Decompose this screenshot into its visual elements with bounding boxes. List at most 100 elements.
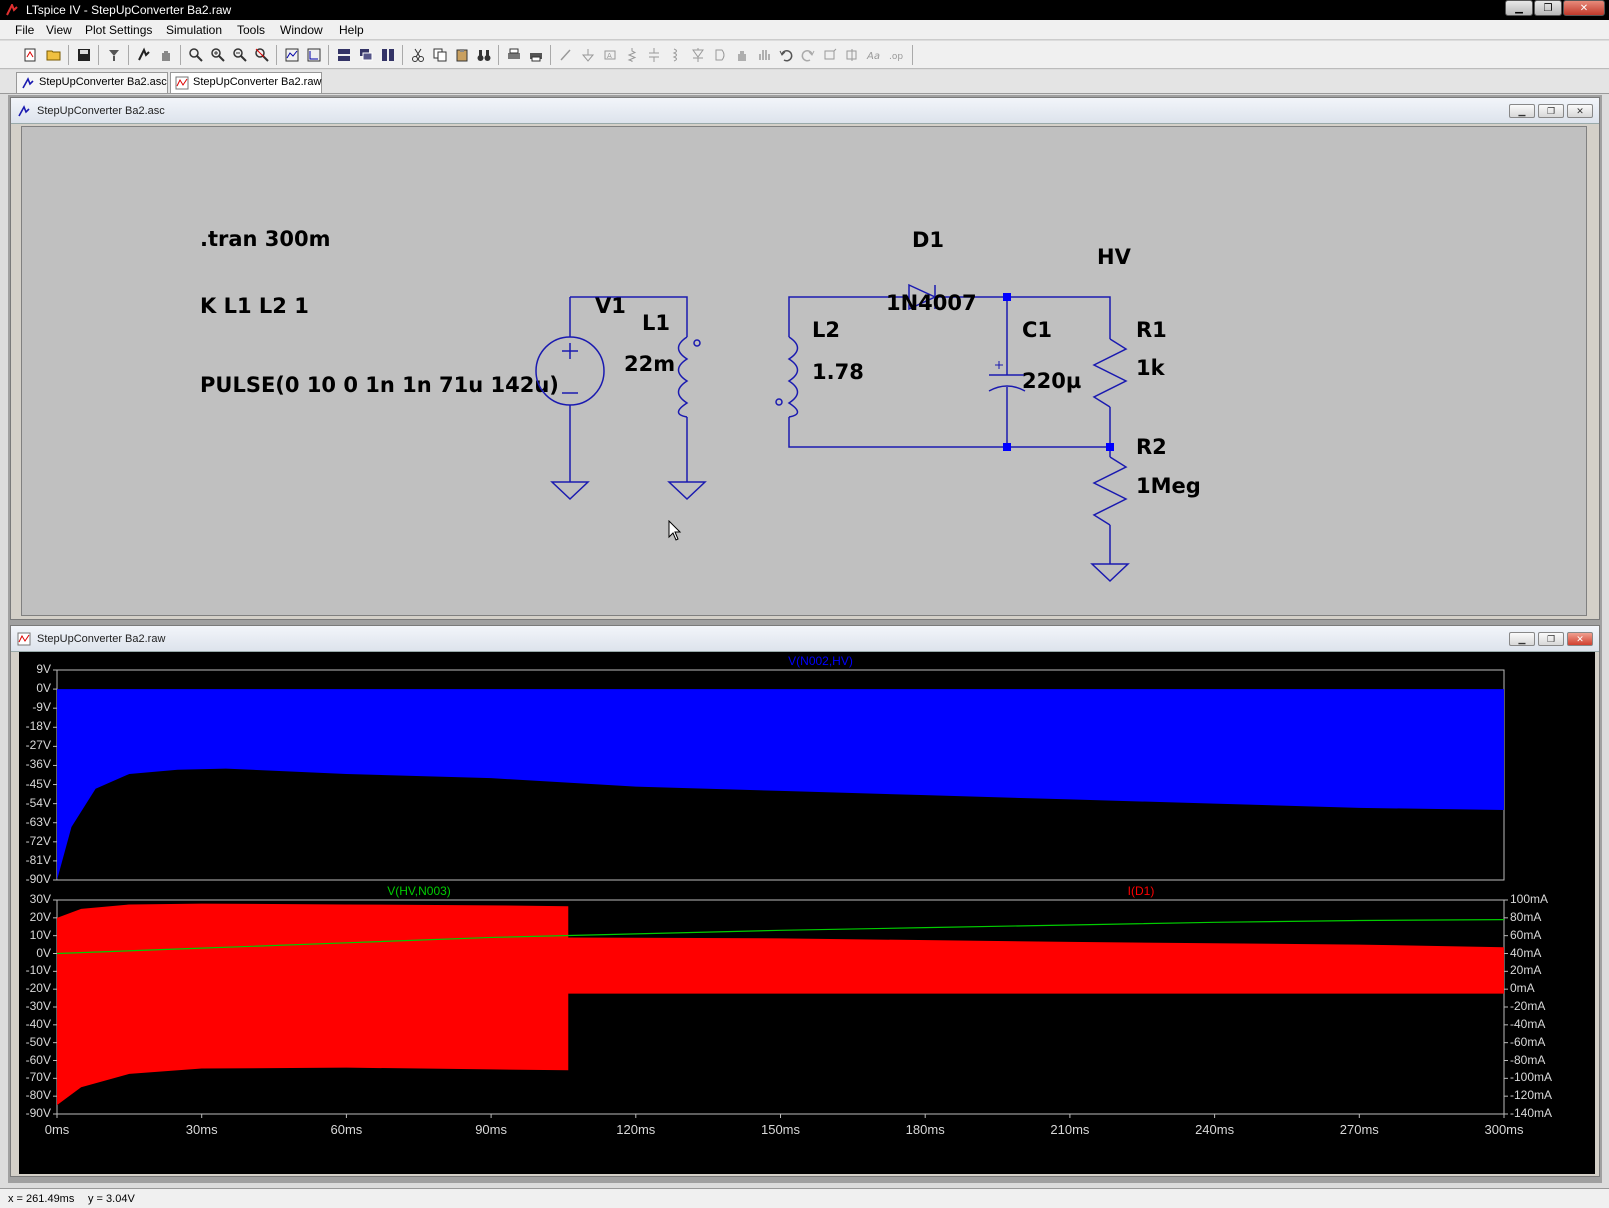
v1-name-label[interactable]: V1: [595, 294, 626, 318]
minimize-button[interactable]: ▁: [1505, 0, 1533, 16]
coupling-directive[interactable]: K L1 L2 1: [200, 294, 309, 318]
schematic-maximize-button[interactable]: ❐: [1538, 104, 1564, 118]
cursor-x-readout: x = 261.49ms: [8, 1193, 75, 1205]
capacitor-icon[interactable]: [644, 45, 664, 65]
draw-wire-icon[interactable]: [556, 45, 576, 65]
x-tick-label: 60ms: [330, 1122, 363, 1137]
text-icon[interactable]: Aa: [864, 45, 884, 65]
drag-hand-icon[interactable]: [754, 45, 774, 65]
l2-value-label[interactable]: 1.78: [812, 360, 864, 384]
save-icon[interactable]: [74, 45, 94, 65]
cut-icon[interactable]: [408, 45, 428, 65]
menu-plot-settings[interactable]: Plot Settings: [85, 23, 153, 37]
y-tick-label-bottom-right: 0mA: [1510, 981, 1535, 996]
l2-phase-dot: [775, 398, 783, 406]
waveform-window: StepUpConverter Ba2.raw ▁ ❐ ✕ V(N002,HV)…: [10, 625, 1600, 1177]
y-tick-label-bottom-left: -50V: [25, 1034, 51, 1049]
d1-value-label[interactable]: 1N4007: [886, 291, 977, 315]
resistor-r1-symbol: [1092, 338, 1128, 408]
menu-help[interactable]: Help: [339, 23, 364, 37]
waveform-close-button[interactable]: ✕: [1567, 632, 1593, 646]
ground-icon[interactable]: [578, 45, 598, 65]
y-tick-label-bottom-left: 10V: [29, 927, 51, 942]
l1-value-label[interactable]: 22m: [624, 352, 676, 376]
zoom-fit-icon[interactable]: [252, 45, 272, 65]
maximize-button[interactable]: ❐: [1534, 0, 1562, 16]
print-icon[interactable]: [526, 45, 546, 65]
zoom-out-icon[interactable]: [230, 45, 250, 65]
copy-icon[interactable]: [430, 45, 450, 65]
y-tick-label-bottom-left: -70V: [25, 1070, 51, 1085]
waveform-window-titlebar[interactable]: StepUpConverter Ba2.raw ▁ ❐ ✕: [11, 626, 1599, 652]
x-tick-label: 210ms: [1050, 1122, 1090, 1137]
pulse-directive[interactable]: PULSE(0 10 0 1n 1n 71u 142u): [200, 373, 559, 397]
l1-name-label[interactable]: L1: [642, 311, 670, 335]
y-tick-label-top: -90V: [25, 872, 51, 886]
print-setup-icon[interactable]: [504, 45, 524, 65]
tab-waveform[interactable]: StepUpConverter Ba2.raw: [170, 72, 322, 93]
zoom-area-icon[interactable]: [186, 45, 206, 65]
halt-hand-icon[interactable]: [156, 45, 176, 65]
cascade-icon[interactable]: [356, 45, 376, 65]
y-tick-label-top: -45V: [25, 776, 51, 791]
c1-name-label[interactable]: C1: [1022, 318, 1053, 342]
find-binoculars-icon[interactable]: [474, 45, 494, 65]
mouse-pointer-icon: [668, 520, 682, 541]
waveform-maximize-button[interactable]: ❐: [1538, 632, 1564, 646]
tran-directive[interactable]: .tran 300m: [200, 227, 331, 251]
title-bar: LTspice IV - StepUpConverter Ba2.raw ▁ ❐…: [0, 0, 1609, 20]
menu-window[interactable]: Window: [280, 23, 323, 37]
y-tick-label-bottom-right: 60mA: [1510, 927, 1542, 942]
open-folder-icon[interactable]: [44, 45, 64, 65]
r1-value-label[interactable]: 1k: [1136, 356, 1165, 380]
y-tick-label-bottom-left: -60V: [25, 1052, 51, 1067]
menu-view[interactable]: View: [46, 23, 72, 37]
r2-value-label[interactable]: 1Meg: [1136, 474, 1201, 498]
menu-simulation[interactable]: Simulation: [166, 23, 223, 37]
autorange-icon[interactable]: [282, 45, 302, 65]
mirror-icon[interactable]: [842, 45, 862, 65]
schematic-close-button[interactable]: ✕: [1567, 104, 1593, 118]
rotate-icon[interactable]: [820, 45, 840, 65]
zoom-in-icon[interactable]: [208, 45, 228, 65]
close-button[interactable]: ✕: [1563, 0, 1605, 16]
label-net-icon[interactable]: A: [600, 45, 620, 65]
control-panel-icon[interactable]: [104, 45, 124, 65]
d1-name-label[interactable]: D1: [912, 228, 945, 252]
inductor-icon[interactable]: [666, 45, 686, 65]
r2-name-label[interactable]: R2: [1136, 435, 1167, 459]
ground-symbol-r2: [1090, 563, 1130, 583]
schematic-canvas[interactable]: .tran 300m K L1 L2 1 PULSE(0 10 0 1n 1n …: [21, 126, 1587, 616]
ltspice-logo-icon: [6, 4, 18, 16]
tile-vertical-icon[interactable]: [378, 45, 398, 65]
menu-file[interactable]: File: [15, 23, 35, 37]
spice-directive-icon[interactable]: .op: [886, 45, 906, 65]
y-tick-label-top: 0V: [36, 681, 51, 696]
y-tick-label-bottom-left: -80V: [25, 1088, 51, 1103]
hv-net-label[interactable]: HV: [1097, 245, 1131, 269]
tab-schematic[interactable]: StepUpConverter Ba2.asc: [16, 72, 168, 93]
diode-icon[interactable]: [688, 45, 708, 65]
component-icon[interactable]: [710, 45, 730, 65]
run-icon[interactable]: [134, 45, 154, 65]
y-tick-label-top: 9V: [36, 662, 51, 676]
undo-icon[interactable]: [776, 45, 796, 65]
y-tick-label-bottom-left: -40V: [25, 1016, 51, 1031]
move-hand-icon[interactable]: [732, 45, 752, 65]
resistor-icon[interactable]: [622, 45, 642, 65]
x-tick-label: 270ms: [1339, 1122, 1379, 1137]
schematic-minimize-button[interactable]: ▁: [1509, 104, 1535, 118]
paste-icon[interactable]: [452, 45, 472, 65]
schematic-window-titlebar[interactable]: StepUpConverter Ba2.asc ▁ ❐ ✕: [11, 98, 1599, 124]
tile-horizontal-icon[interactable]: [334, 45, 354, 65]
manual-range-icon[interactable]: [304, 45, 324, 65]
r1-name-label[interactable]: R1: [1136, 318, 1167, 342]
l2-name-label[interactable]: L2: [812, 318, 840, 342]
y-tick-label-bottom-left: -20V: [25, 981, 51, 996]
waveform-minimize-button[interactable]: ▁: [1509, 632, 1535, 646]
menu-tools[interactable]: Tools: [237, 23, 266, 37]
c1-value-label[interactable]: 220µ: [1022, 369, 1082, 393]
new-schematic-icon[interactable]: [20, 45, 40, 65]
redo-icon[interactable]: [798, 45, 818, 65]
